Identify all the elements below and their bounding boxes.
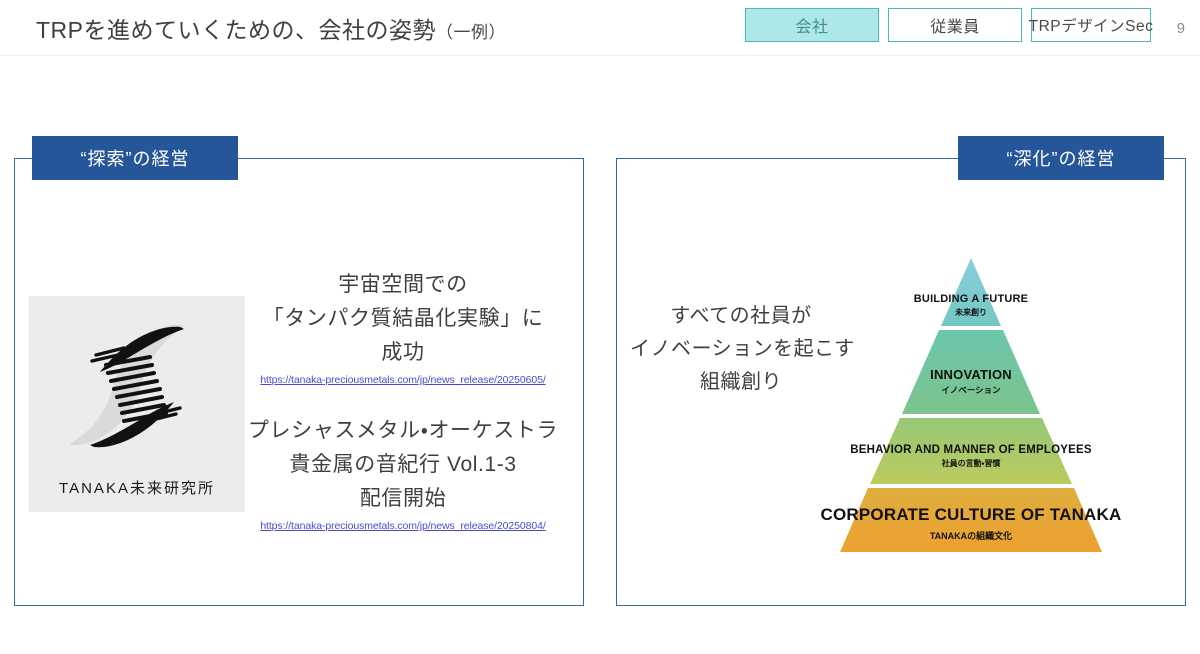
culture-pyramid-diagram: BUILDING A FUTURE 未来創り INNOVATION イノベーショ…: [821, 258, 1122, 552]
pyramid-tier-building-a-future: BUILDING A FUTURE 未来創り: [840, 258, 1102, 326]
pyramid-tier-ja: 未来創り: [955, 307, 987, 317]
statement-line: イノベーションを起こす: [630, 338, 855, 361]
pyramid-tier-ja: イノベーション: [941, 384, 1001, 395]
panel-exploration-heading-label: “探索”の経営: [80, 149, 190, 169]
deepening-statement: すべての社員が イノベーションを起こす 組織創り: [630, 300, 855, 400]
pyramid-tier-en: BUILDING A FUTURE: [913, 292, 1029, 305]
pyramid-tier-en: INNOVATION: [930, 366, 1012, 382]
news-item-orchestra: プレシャスメタル・オーケストラ 貴金属の音紀行 Vol.1-3 配信開始 htt…: [232, 414, 574, 532]
pyramid-tier-ja: TANAKAの組織文化: [929, 530, 1013, 541]
slide-header: TRPを進めていくための、会社の姿勢（一例） 会社 従業員 TRPデザインSec…: [0, 0, 1200, 56]
news-link-crystallization[interactable]: https://tanaka-preciousmetals.com/jp/new…: [260, 374, 546, 387]
tab-employees[interactable]: 従業員: [888, 8, 1022, 42]
news-item-crystallization: 宇宙空間での 「タンパク質結晶化実験」に 成功 https://tanaka-p…: [232, 268, 574, 386]
pyramid-tier-innovation: INNOVATION イノベーション: [840, 330, 1102, 414]
news-line: プレシャスメタル・オーケストラ: [247, 419, 559, 443]
panel-deepening-heading-label: “深化”の経営: [1006, 149, 1116, 169]
news-line: 「タンパク質結晶化実験」に: [262, 307, 544, 331]
tanaka-mirai-lab-wordmark: TANAKA未来研究所: [59, 480, 215, 497]
tab-employees-label: 従業員: [930, 19, 980, 36]
news-line: 宇宙空間での: [338, 273, 468, 296]
tab-bar: 会社 従業員 TRPデザインSec: [745, 8, 1154, 42]
tab-company-label: 会社: [795, 19, 829, 36]
news-spacer: [232, 390, 574, 414]
page-title: TRPを進めていくための、会社の姿勢（一例）: [36, 11, 506, 45]
news-line: 貴金属の音紀行 Vol.1-3: [289, 453, 517, 477]
news-line: 配信開始: [359, 487, 447, 511]
pyramid-tier-ja: 社員の言動・習慣: [941, 458, 1001, 468]
news-link-orchestra[interactable]: https://tanaka-preciousmetals.com/jp/new…: [260, 520, 546, 533]
pyramid-tier-en: BEHAVIOR AND MANNER OF EMPLOYEES: [850, 443, 1092, 456]
pyramid-tier-behavior-and-manner: BEHAVIOR AND MANNER OF EMPLOYEES 社員の言動・習…: [840, 418, 1102, 484]
page-number: 9: [1176, 20, 1185, 37]
tab-company[interactable]: 会社: [745, 8, 879, 42]
page-title-parenthetical: （一例）: [436, 23, 506, 42]
panel-exploration-heading: “探索”の経営: [32, 136, 238, 180]
tab-trp-design-sec-label: TRPデザインSec: [1028, 18, 1154, 35]
statement-line: すべての社員が: [670, 305, 812, 327]
news-line: 成功: [381, 341, 425, 365]
header-divider: [0, 55, 1200, 56]
panel-deepening-heading: “深化”の経営: [958, 136, 1164, 180]
tanaka-mirai-lab-logo-card: TANAKA未来研究所: [29, 296, 245, 512]
tab-trp-design-sec[interactable]: TRPデザインSec: [1028, 8, 1154, 42]
pyramid-tier-en: CORPORATE CULTURE OF TANAKA: [820, 504, 1122, 524]
page-title-main: TRPを進めていくための、会社の姿勢: [36, 17, 436, 43]
exploration-news-list: 宇宙空間での 「タンパク質結晶化実験」に 成功 https://tanaka-p…: [232, 268, 574, 536]
pyramid-tier-corporate-culture: CORPORATE CULTURE OF TANAKA TANAKAの組織文化: [821, 488, 1122, 552]
statement-line: 組織創り: [700, 371, 782, 394]
tanaka-striped-hourglass-logo-icon: [29, 296, 245, 477]
